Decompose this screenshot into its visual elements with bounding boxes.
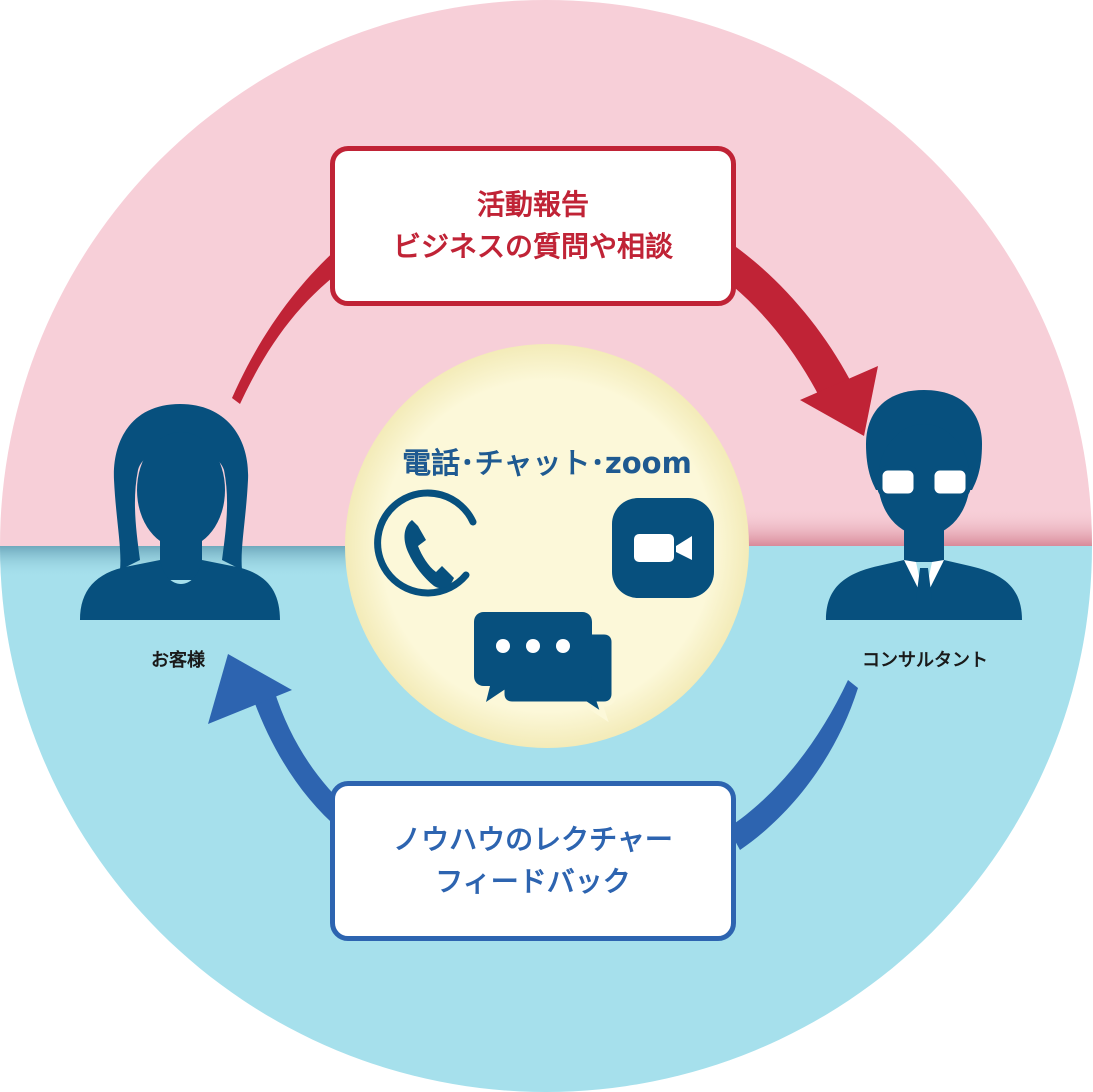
center-circle xyxy=(345,344,749,748)
consultant-label: コンサルタント xyxy=(862,650,988,671)
bottom-message-box: ノウハウのレクチャー フィードバック xyxy=(330,781,736,941)
top-message-line2: ビジネスの質問や相談 xyxy=(392,230,673,263)
top-message-box: 活動報告 ビジネスの質問や相談 xyxy=(330,146,736,306)
center-title: 電話･チャット･zoom xyxy=(402,446,692,480)
bottom-flow-arrow xyxy=(208,654,858,850)
customer-person-icon xyxy=(80,404,280,620)
top-message-line1: 活動報告 xyxy=(476,188,589,221)
zoom-camera-icon xyxy=(612,498,714,598)
consultant-person-icon xyxy=(826,390,1022,620)
bottom-message-line1: ノウハウのレクチャー xyxy=(393,823,673,856)
top-flow-arrow xyxy=(232,236,878,436)
chat-bubbles-icon xyxy=(474,612,617,723)
phone-icon xyxy=(374,489,477,597)
bottom-message-line2: フィードバック xyxy=(435,865,631,898)
customer-label: お客様 xyxy=(151,650,205,671)
